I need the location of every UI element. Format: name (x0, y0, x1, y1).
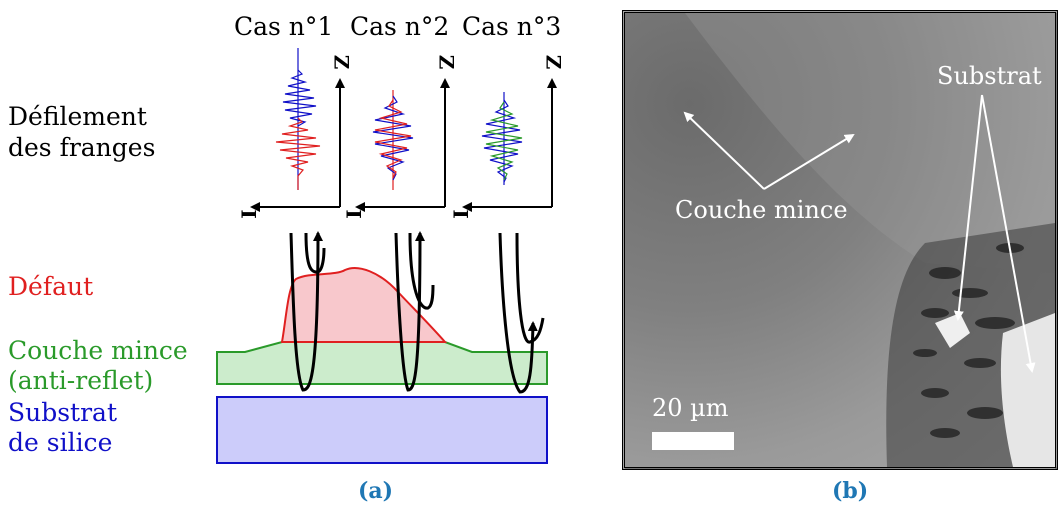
substrate-annotation: Substrat (937, 62, 1042, 90)
scale-label: 20 µm (652, 394, 729, 422)
axis-i-label-2: I (341, 209, 366, 219)
axis-i-label-3: I (448, 209, 473, 219)
fringe-scroll-label-1: Défilement (8, 102, 147, 131)
thin-layer-annotation: Couche mince (675, 196, 848, 224)
substrate-label-1: Substrat (8, 398, 118, 427)
axis-z-label-1: Z (329, 54, 354, 70)
substrate-layer (216, 396, 548, 464)
interferogram-3-blue (481, 99, 523, 183)
beam-paths (289, 231, 545, 394)
thin-layer-label-1: Couche mince (8, 336, 188, 365)
thin-layer (216, 341, 548, 385)
substrate-label-2: de silice (8, 428, 113, 457)
case-2-label: Cas n°2 (350, 12, 450, 41)
axis-z-label-3: Z (541, 54, 566, 70)
axes (250, 78, 557, 212)
microscope-texture (683, 13, 1055, 467)
thin-layer-label-2: (anti-reflet) (8, 366, 154, 395)
microscope-image: Substrat Couche mince 20 µm (622, 10, 1058, 470)
interferogram-1-blue (282, 69, 317, 127)
interferogram-3-green (485, 101, 523, 181)
caption-b: (b) (832, 478, 869, 504)
defect-label: Défaut (8, 272, 94, 301)
axis-z-label-2: Z (434, 54, 459, 70)
interferogram-1-red (275, 117, 321, 190)
interferograms (275, 48, 523, 190)
case-3-label: Cas n°3 (462, 12, 562, 41)
axis-i-label-1: I (236, 209, 261, 219)
interferogram-2-blue (372, 95, 414, 181)
interferogram-2-red (374, 99, 412, 179)
case-1-label: Cas n°1 (234, 12, 334, 41)
fringe-scroll-label-2: des franges (8, 133, 156, 162)
caption-a: (a) (358, 478, 394, 504)
scale-bar (652, 432, 734, 450)
diagram-panel-a (216, 48, 557, 464)
annotation-arrows (683, 94, 1036, 373)
